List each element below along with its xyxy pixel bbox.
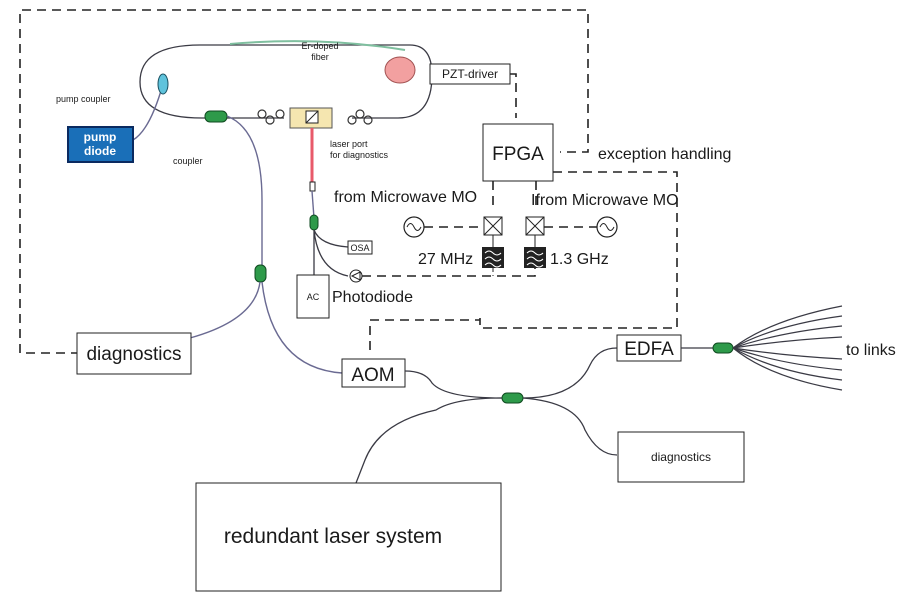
mixer-right-x [525, 216, 545, 236]
exception-handling-label: exception handling [598, 146, 731, 163]
fiber-fanout [732, 305, 843, 391]
oscillator-right-sine [599, 223, 615, 231]
pzt-component [384, 56, 416, 84]
filter-1-3ghz-glyph [526, 250, 544, 268]
splitter-to-diagnostics-right-fiber [522, 397, 618, 456]
er-doped-label-1: Er-doped [301, 41, 338, 51]
from-mw-left-label: from Microwave MO [334, 189, 477, 206]
mixer-left-x [483, 216, 503, 236]
oscillator-left-sine [406, 223, 422, 231]
aom-label: AOM [351, 365, 394, 386]
fiber-to-osa [313, 229, 349, 248]
diagnostics-left-box [76, 332, 192, 375]
aom-box [341, 358, 406, 388]
main-output-fiber [226, 115, 263, 268]
pump-fiber [132, 83, 164, 141]
photodiode-label: Photodiode [332, 289, 413, 306]
splitter-to-edfa-fiber [522, 347, 618, 399]
pzt-driver-label: PZT-driver [442, 67, 498, 81]
splitter-to-redundant-fiber [355, 397, 503, 484]
pump-diode-box [67, 126, 134, 163]
control-dashed-loop [19, 9, 589, 354]
from-mw-right-label: Ifrom Microwave MO [531, 192, 679, 209]
er-doped-fiber-line [229, 40, 406, 51]
waveplates-right [347, 109, 373, 125]
pump-diode-label-2: diode [84, 144, 116, 158]
er-doped-label-2: fiber [311, 52, 329, 62]
edfa-label: EDFA [624, 339, 674, 360]
fiber-to-photodiode [313, 229, 349, 277]
pzt-to-fpga-dashed [510, 73, 517, 118]
laser-port-connector [309, 181, 316, 192]
isolator-diagonal [305, 110, 319, 124]
edfa-box [616, 334, 682, 362]
diagnostics-right-box [617, 431, 745, 483]
to-links-label: to links [846, 342, 896, 359]
redundant-laser-box [195, 482, 502, 592]
fpga-box [482, 123, 554, 182]
photodiode-glyph [350, 271, 361, 281]
pump-diode-label-1: pump [84, 130, 117, 144]
diag-splitter [309, 214, 319, 231]
pump-coupler-component [157, 73, 169, 95]
osa-box [347, 240, 373, 255]
output-splitter [712, 342, 734, 354]
aom-to-splitter-fiber [404, 370, 503, 399]
laser-ring-cavity [139, 44, 433, 119]
osa-label: OSA [350, 243, 369, 253]
aom-control-dashed [369, 319, 480, 350]
waveplates-left [257, 109, 285, 125]
ac-box [296, 274, 330, 319]
diag-fiber-top [311, 190, 315, 219]
splitter-lower [254, 264, 267, 283]
photodiode-to-filters-dashed [362, 268, 536, 277]
diagnostics-right-label: diagnostics [651, 450, 711, 464]
laser-port-label-1: laser port [330, 139, 368, 149]
ac-label: AC [307, 292, 320, 302]
output-coupler [204, 110, 228, 123]
fiber-to-diagnostics-left [189, 281, 261, 339]
splitter-main [501, 392, 524, 404]
diagnostics-left-label: diagnostics [86, 344, 181, 365]
fpga-label: FPGA [492, 144, 544, 165]
freq-1-3ghz-label: 1.3 GHz [550, 251, 609, 268]
fiber-to-aom [261, 281, 343, 374]
coupler-label: coupler [173, 156, 203, 166]
freq-27mhz-label: 27 MHz [418, 251, 473, 268]
fpga-right-dashed [479, 171, 678, 329]
redundant-laser-label: redundant laser system [224, 525, 442, 548]
laser-port-label-2: for diagnostics [330, 150, 389, 160]
filter-27mhz-glyph [484, 250, 502, 268]
pump-coupler-label: pump coupler [56, 94, 111, 104]
